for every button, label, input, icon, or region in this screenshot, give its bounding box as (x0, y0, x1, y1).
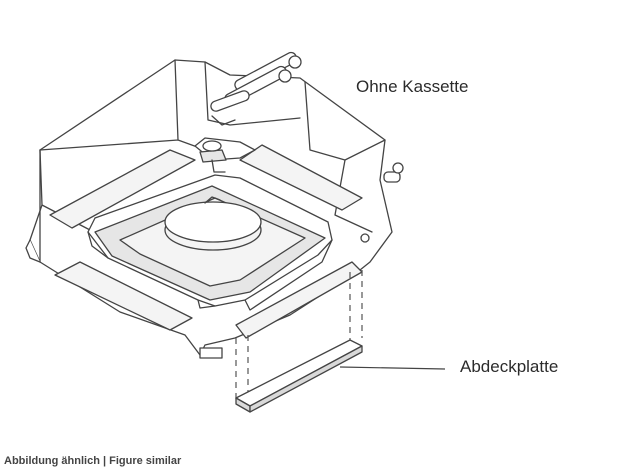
cassette-unit-illustration (25, 51, 446, 413)
leader-line (339, 366, 446, 370)
bottom-foot (199, 347, 223, 359)
figure-caption: Abbildung ähnlich | Figure similar (4, 455, 182, 467)
pipe-connectors (210, 51, 302, 126)
label-ohne-kassette: Ohne Kassette (356, 77, 469, 96)
valve-bracket (194, 137, 256, 173)
fan-disc-top (164, 201, 262, 243)
mounting-tab-left (25, 239, 41, 263)
assembly-guides (235, 270, 363, 400)
fan-hub (204, 196, 221, 204)
corner-hole (360, 233, 370, 243)
vent-slot-bottom-left (54, 261, 193, 331)
fan-panel-front-lip (87, 231, 333, 311)
side-knob (383, 162, 404, 183)
vent-slot-left (49, 149, 196, 229)
cover-plate (235, 339, 363, 413)
label-abdeckplatte: Abdeckplatte (460, 357, 559, 376)
